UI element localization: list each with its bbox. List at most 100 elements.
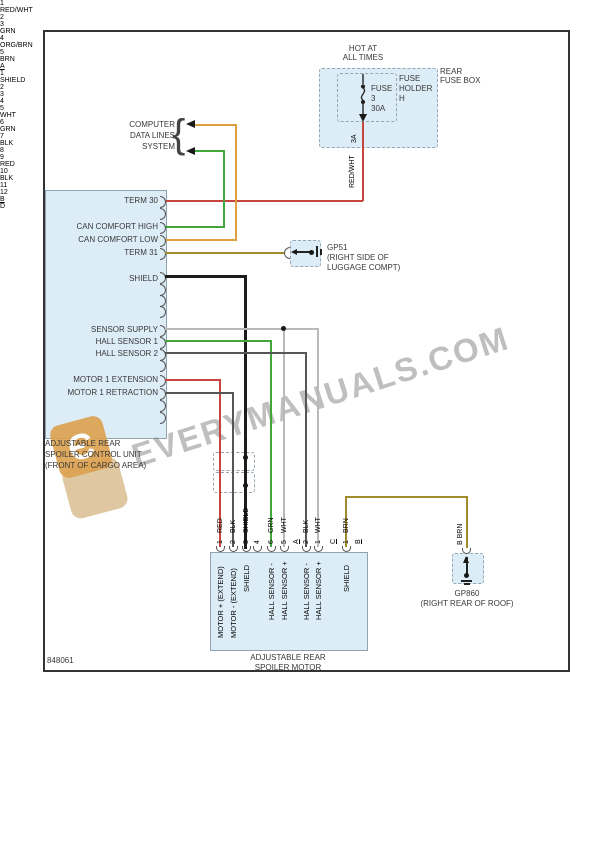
wire-grn-hall1-horizontal	[165, 340, 272, 342]
unit-b10-wire: BLK	[0, 175, 14, 182]
wire-red-motor-vertical	[219, 379, 221, 547]
gp51-location-2: LUGGAGE COMPT)	[327, 263, 401, 272]
motor-pin-label: HALL SENSOR -	[302, 563, 311, 620]
data-line-arrow-icon-2	[186, 147, 195, 155]
unit-b6-wire: GRN	[0, 126, 16, 133]
unit-caption-2: SPOILER CONTROL UNIT	[45, 450, 142, 459]
gp860-ground-box	[452, 553, 484, 584]
unit-a5-num: 5	[0, 49, 4, 56]
fuse-holder-label-2: HOLDER	[399, 84, 433, 93]
pin-arc	[280, 546, 289, 552]
unit-b12-num: 12	[0, 189, 8, 196]
motor-wire-color: SHIELD	[243, 507, 250, 533]
rear-fuse-box-label-1: REAR	[440, 67, 463, 76]
motor-pin-num: 3	[243, 540, 250, 544]
wire-grn-top	[195, 150, 224, 152]
unit-a5-label: TERM 31	[124, 248, 158, 257]
unit-a2-num: 2	[0, 14, 4, 21]
unit-a1-label: TERM 30	[124, 196, 158, 205]
gp860-ground-dot	[464, 573, 469, 578]
motor-pin-num: 1	[343, 540, 350, 544]
computer-label-2: DATA LINES	[129, 131, 175, 140]
unit-b5-num: 5	[0, 105, 4, 112]
wire-brn-motor-vertical	[345, 497, 347, 547]
motor-pin-num: 1	[315, 540, 322, 544]
gp860-pin-wire-label: B BRN	[457, 523, 464, 545]
motor-pin-num: 2	[303, 540, 310, 544]
motor-pin-num: 5	[281, 540, 288, 544]
motor-connector-a-label: A	[293, 539, 300, 544]
wire-grn-pin3	[165, 226, 224, 228]
fuse-holder-box	[337, 73, 397, 122]
motor-pin-label: SHIELD	[342, 564, 351, 592]
motor-pin-label: HALL SENSOR +	[314, 561, 323, 620]
unit-b9-num: 9	[0, 154, 4, 161]
rear-fuse-box	[319, 68, 438, 148]
unit-a4-label: CAN COMFORT LOW	[78, 235, 158, 244]
motor-connector-c-label: C	[330, 538, 337, 544]
pin-arc	[216, 546, 225, 552]
motor-wire-color: BLK	[303, 519, 310, 533]
motor-wire-color: GRN	[268, 517, 275, 533]
pin-arc	[314, 546, 323, 552]
all-times-label: ALL TIMES	[342, 53, 384, 62]
motor-pin-num: 1	[217, 540, 224, 544]
wire-grn-hall1-vertical	[270, 340, 272, 547]
pin-arc	[229, 546, 238, 552]
wire-wht-horizontal	[165, 328, 319, 330]
pin-arc	[242, 546, 251, 552]
gp51-ground-lead	[295, 251, 311, 253]
unit-b1-wire: SHIELD	[0, 77, 26, 84]
spoiler-motor-box	[210, 552, 368, 651]
wire-brn-horizontal	[345, 496, 468, 498]
unit-b4-num: 4	[0, 98, 4, 105]
unit-b6-label: HALL SENSOR 1	[95, 337, 158, 346]
unit-a3-wire: GRN	[0, 28, 16, 35]
wire-brn-term31	[165, 252, 285, 254]
fuse-number: 3	[371, 94, 376, 103]
computer-brace: {	[172, 112, 186, 156]
unit-b11-num: 11	[0, 182, 8, 189]
wire-wht-branch-1	[283, 328, 285, 547]
unit-b2-num: 2	[0, 84, 4, 91]
gp860-location: (RIGHT REAR OF ROOF)	[420, 599, 514, 608]
gp860-ground-lead	[466, 557, 468, 577]
motor-wire-color: BRN	[343, 518, 350, 533]
inline-connector-dot-2	[243, 483, 248, 488]
wire-orgbrn-top	[195, 124, 236, 126]
gp51-ground-bar-long	[316, 246, 318, 257]
pin-arc	[342, 546, 351, 552]
motor-pin-num: 2	[230, 540, 237, 544]
gp860-ground-bar-long	[461, 580, 472, 582]
wire-brn-ground-vertical	[466, 496, 468, 548]
wire-blk-motor-vertical	[232, 392, 234, 547]
motor-wire-color: BLK	[230, 519, 237, 533]
unit-caption-1: ADJUSTABLE REAR	[45, 439, 121, 448]
pin-arc	[253, 546, 262, 552]
wire-blk-hall2-vertical	[305, 352, 307, 547]
unit-a1-num: 1	[0, 0, 4, 7]
pin-arc	[267, 546, 276, 552]
control-unit-box	[45, 190, 167, 439]
wire-blk-hall2-horizontal	[165, 352, 307, 354]
fuse-rating: 30A	[371, 104, 386, 113]
unit-b1-label: SHIELD	[129, 274, 158, 283]
wire-blk-motor-horizontal	[165, 392, 234, 394]
wire-grn-vertical	[223, 150, 225, 228]
wire-wht-branch-2	[317, 328, 319, 547]
unit-b6-num: 6	[0, 119, 4, 126]
unit-connector-b-label: B	[0, 196, 5, 203]
wire-orgbrn-vertical	[235, 124, 237, 241]
gp51-name: GP51	[327, 243, 348, 252]
unit-b5-label: SENSOR SUPPLY	[91, 325, 158, 334]
motor-pin-num: 4	[254, 540, 261, 544]
motor-pin-label: SHIELD	[242, 564, 251, 592]
fuse-symbol	[360, 74, 366, 114]
wire-redwht-vertical	[362, 122, 364, 201]
unit-b1-num: 1	[0, 70, 4, 77]
inline-connector-dot-1	[243, 455, 248, 460]
unit-b9-label: MOTOR 1 EXTENSION	[73, 375, 158, 384]
motor-pin-num: 6	[268, 540, 275, 544]
unit-b9-wire: RED	[0, 161, 15, 168]
